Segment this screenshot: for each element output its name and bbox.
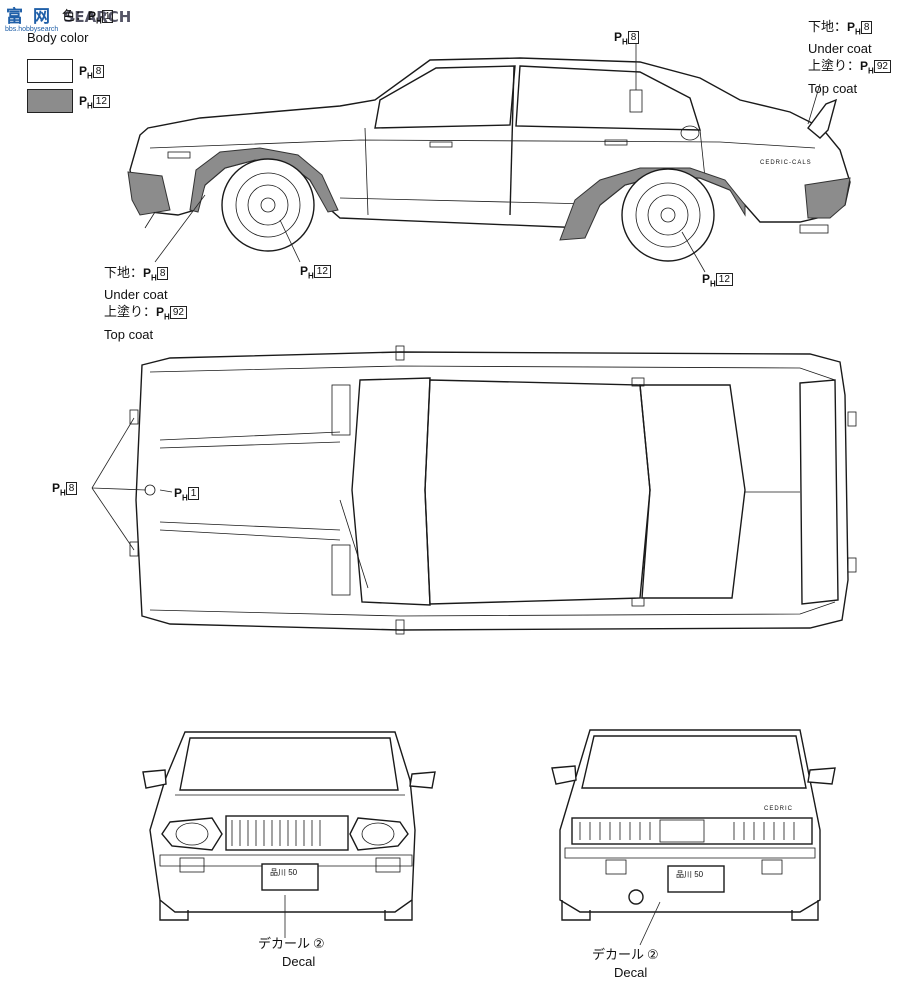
legend-title-en: Body color (27, 30, 89, 45)
rear-decal-num: ② (647, 947, 659, 962)
rear-top-jp: 上塗り： (808, 58, 861, 74)
front-decal-en: Decal (282, 954, 316, 969)
watermark: 富网 SEARCH (6, 2, 131, 27)
top-view (91, 345, 857, 635)
front-top-jp: 上塗り： (104, 304, 157, 320)
rear-under-en: Under coat (808, 41, 872, 57)
side-badge: CEDRIC-CALS (760, 160, 812, 166)
rear-top-en: Top coat (808, 80, 858, 96)
side-view (127, 44, 851, 273)
legend-swatch-white (27, 59, 73, 83)
front-view (142, 731, 436, 938)
rear-decal-jp: デカール (592, 947, 645, 962)
watermark-logo-2: 网 (33, 7, 50, 27)
front-top-en: Top coat (104, 326, 154, 342)
rear-view (551, 729, 836, 946)
front-decal-jp: デカール (258, 936, 311, 951)
watermark-logo: 富 (6, 7, 23, 27)
rear-badge: CEDRIC (764, 806, 794, 812)
front-decal-num: ② (313, 936, 325, 951)
front-under-en: Under coat (104, 287, 168, 303)
rear-under-jp: 下地： (808, 19, 848, 34)
rear-decal-en: Decal (614, 965, 648, 980)
legend-title-jp: 色： (62, 8, 89, 23)
rear-plate: 品川 50 (676, 870, 704, 879)
watermark-search: SEARCH (63, 8, 132, 26)
legend-swatch-grey (27, 89, 73, 113)
front-under-jp: 下地： (104, 265, 144, 280)
front-plate: 品川 50 (270, 868, 298, 877)
watermark-site: bbs.hobbysearch (5, 26, 59, 33)
